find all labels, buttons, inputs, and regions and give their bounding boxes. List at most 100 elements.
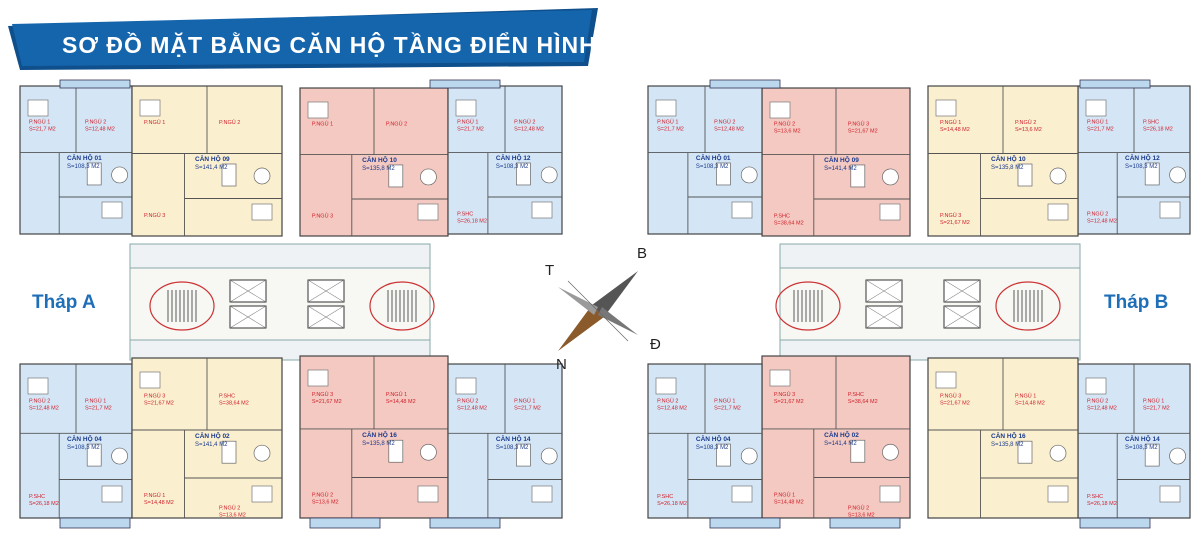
- room-name: P.NGỦ 1: [714, 398, 735, 405]
- corridor-top: [779, 243, 1081, 269]
- bed: [879, 485, 901, 503]
- compass-north-label: B: [637, 245, 648, 262]
- unit-label: CĂN HỘ 12: [496, 153, 531, 162]
- apartment-unit: CĂN HỘ 01S=108,3 M2P.NGỦ 1S=21,7 M2P.NGỦ…: [19, 85, 133, 235]
- room-area: S=26,18 M2: [1143, 127, 1173, 133]
- bed: [769, 369, 791, 387]
- room-name: P.NGỦ 2: [386, 121, 407, 128]
- room-name: P.NGỦ 1: [514, 398, 535, 405]
- unit-area: S=108,3 M2: [67, 445, 100, 451]
- round-table: [1049, 167, 1067, 185]
- room-area: S=26,18 M2: [657, 501, 687, 507]
- unit-area: S=108,3 M2: [1125, 164, 1158, 170]
- room-name: P.NGỦ 3: [774, 391, 795, 398]
- bed: [1047, 203, 1069, 221]
- unit-label: CĂN HỘ 09: [824, 155, 859, 164]
- balcony: [709, 517, 781, 529]
- bed: [1047, 485, 1069, 503]
- round-table: [882, 168, 899, 186]
- apartment-unit: CĂN HỘ 02S=141,4 M2P.NGỦ 3S=21,67 M2P.SH…: [131, 357, 283, 519]
- round-table: [1169, 447, 1186, 465]
- unit-label: CĂN HỘ 01: [696, 153, 731, 162]
- room-name: P.NGỦ 3: [144, 393, 165, 400]
- round-table: [1169, 166, 1186, 184]
- bed: [101, 485, 123, 503]
- room-name: P.NGỦ 2: [714, 119, 735, 126]
- balcony: [309, 517, 381, 529]
- bed: [417, 485, 439, 503]
- room-name: P.NGỦ 2: [1087, 210, 1108, 217]
- room-area: S=13,6 M2: [312, 499, 339, 505]
- round-table: [420, 443, 437, 461]
- room-area: S=13,6 M2: [774, 129, 801, 135]
- elevator-cross: [307, 305, 345, 329]
- unit-label: CĂN HỘ 10: [991, 154, 1026, 163]
- elevator-cross: [943, 305, 981, 329]
- unit-label: CĂN HỘ 14: [496, 434, 531, 443]
- room-area: S=21,7 M2: [1087, 127, 1114, 133]
- room-area: S=14,48 M2: [940, 127, 970, 133]
- unit-label: CĂN HỘ 16: [991, 431, 1026, 440]
- bed: [307, 369, 329, 387]
- room-area: S=14,48 M2: [1015, 401, 1045, 407]
- unit-area: S=135,8 M2: [991, 165, 1024, 171]
- balcony: [1079, 79, 1151, 89]
- bed: [531, 485, 553, 503]
- room-area: S=14,48 M2: [386, 399, 416, 405]
- room-name: P.NGỦ 2: [457, 398, 478, 405]
- apartment-unit: CĂN HỘ 12S=108,3 M2P.NGỦ 1S=21,7 M2P.SHC…: [1077, 85, 1191, 235]
- bed: [27, 377, 49, 395]
- unit-label: CĂN HỘ 02: [195, 431, 230, 440]
- compass-west-label: T: [545, 262, 555, 279]
- round-table: [540, 166, 558, 184]
- room-name: P.NGỦ 1: [774, 491, 795, 498]
- bed: [251, 485, 273, 503]
- dining-table: [716, 162, 731, 186]
- apartment-unit: CĂN HỘ 01S=108,3 M2P.NGỦ 1S=21,7 M2P.NGỦ…: [647, 85, 763, 235]
- room-area: S=38,64 M2: [219, 401, 249, 407]
- compass-needle: [558, 305, 604, 351]
- room-area: S=14,48 M2: [774, 499, 804, 505]
- elevator-cross: [865, 279, 903, 303]
- room-name: P.NGỦ 2: [29, 398, 50, 405]
- room-name: P.NGỦ 1: [144, 492, 165, 499]
- room-name: P.NGỦ 2: [1087, 398, 1108, 405]
- room-area: S=12,48 M2: [514, 127, 544, 133]
- compass-rose: [558, 271, 638, 351]
- stair-outline: [995, 281, 1061, 331]
- room-area: S=21,7 M2: [85, 406, 112, 412]
- room-name: P.NGỦ 3: [940, 212, 961, 219]
- dining-table: [388, 164, 404, 188]
- room-name: P.NGỦ 3: [312, 391, 333, 398]
- bed: [655, 377, 677, 395]
- room-name: P.NGỦ 2: [1015, 119, 1036, 126]
- unit-area: S=141,4 M2: [824, 441, 857, 447]
- bed: [731, 485, 753, 503]
- compass-axis: [567, 280, 629, 342]
- room-area: S=21,7 M2: [457, 127, 484, 133]
- dining-table: [1144, 443, 1160, 467]
- room-name: P.NGỦ 1: [457, 119, 478, 126]
- compass-east-label: Đ: [650, 336, 661, 353]
- room-name: P.NGỦ 1: [1143, 398, 1164, 405]
- apartment-unit: CĂN HỘ 14S=108,3 M2P.NGỦ 2S=12,48 M2P.NG…: [1077, 363, 1191, 519]
- compass-needle: [592, 271, 638, 317]
- room-area: S=12,48 M2: [657, 406, 687, 412]
- room-area: S=38,64 M2: [774, 220, 804, 226]
- unit-area: S=108,3 M2: [1125, 445, 1158, 451]
- room-area: S=26,18 M2: [29, 501, 59, 507]
- room-name: P.NGỦ 2: [219, 505, 240, 512]
- bed: [307, 101, 329, 119]
- room-name: P.SHC: [774, 213, 790, 219]
- unit-area: S=108,3 M2: [496, 445, 529, 451]
- apartment-unit: CĂN HỘ 12S=108,3 M2P.NGỦ 1S=21,7 M2P.NGỦ…: [447, 85, 563, 235]
- room-area: S=12,48 M2: [1087, 218, 1117, 224]
- bed: [1159, 485, 1181, 503]
- unit-label: CĂN HỘ 14: [1125, 434, 1160, 443]
- unit-area: S=135,8 M2: [991, 442, 1024, 448]
- dining-table: [388, 439, 404, 463]
- balcony: [59, 517, 131, 529]
- room-area: S=26,18 M2: [1087, 501, 1117, 507]
- room-name: P.NGỦ 2: [219, 119, 240, 126]
